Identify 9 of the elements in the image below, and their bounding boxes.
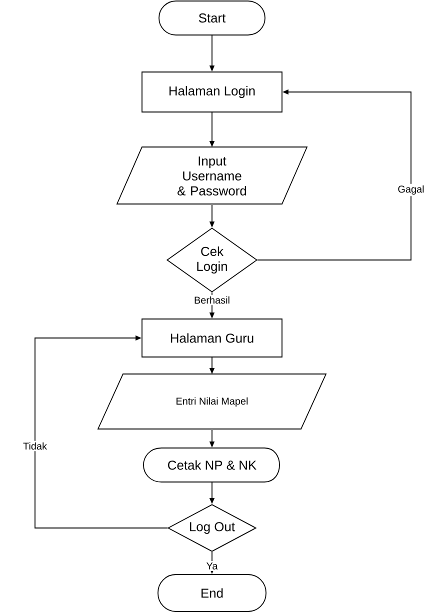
edge-label: Berhasil — [192, 294, 232, 306]
terminator: Start — [158, 0, 266, 36]
arrow — [34, 335, 168, 528]
edge-label: Tidak — [22, 440, 48, 452]
terminator: End — [158, 574, 266, 612]
process-box: Halaman Login — [142, 72, 282, 112]
edge-label: Gagal — [396, 184, 426, 196]
process-box: Halaman Guru — [142, 318, 282, 358]
edge-label: Ya — [204, 561, 220, 571]
